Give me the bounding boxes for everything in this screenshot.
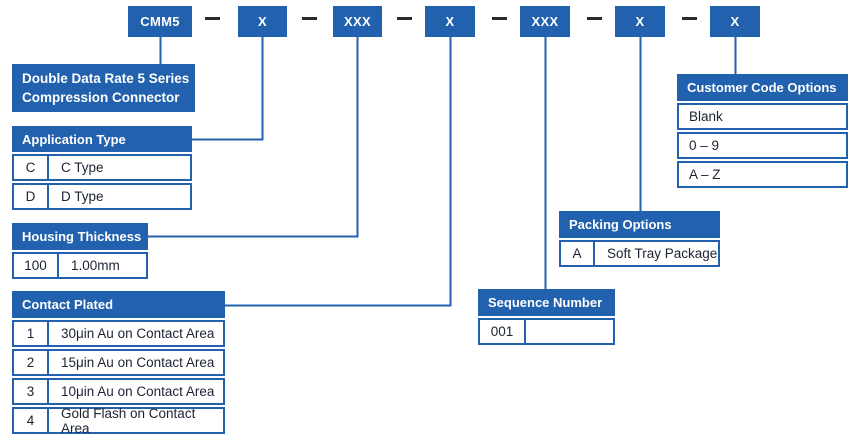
code-cell: A — [561, 242, 595, 265]
code-cell: 001 — [480, 320, 526, 343]
table-row: 4 Gold Flash on Contact Area — [12, 405, 225, 436]
code-cell: D — [14, 185, 49, 208]
dash-separator — [302, 17, 317, 20]
connector-line-housing-thickness — [148, 37, 359, 238]
table-row: A Soft Tray Package — [559, 240, 720, 267]
series-description-line2: Compression Connector — [22, 90, 180, 105]
part-code-box-sequence: XXX — [520, 6, 570, 37]
series-description-box: Double Data Rate 5 Series Compression Co… — [12, 64, 195, 112]
desc-cell: Soft Tray Package — [607, 246, 718, 261]
option-cell: Blank — [689, 109, 723, 124]
part-code-box-housing: XXX — [333, 6, 382, 37]
dash-separator — [682, 17, 697, 20]
customer-code-options-header: Customer Code Options — [677, 74, 848, 101]
desc-cell — [526, 320, 613, 343]
code-cell: 4 — [14, 409, 49, 432]
table-row: Blank — [677, 103, 848, 130]
dash-separator — [205, 17, 220, 20]
table-row: 1 30μin Au on Contact Area — [12, 320, 225, 347]
series-description-line1: Double Data Rate 5 Series — [22, 71, 190, 86]
option-cell: 0 – 9 — [689, 138, 720, 153]
desc-cell: 30μin Au on Contact Area — [61, 326, 215, 341]
part-code-box-application: X — [238, 6, 287, 37]
sequence-number-table: Sequence Number 001 — [478, 289, 615, 345]
dash-separator — [397, 17, 412, 20]
desc-cell: 10μin Au on Contact Area — [61, 384, 215, 399]
dash-separator — [587, 17, 602, 20]
part-code-box-series: CMM5 — [128, 6, 192, 37]
dash-separator — [492, 17, 507, 20]
part-code-box-plating: X — [425, 6, 475, 37]
packing-options-header: Packing Options — [559, 211, 720, 238]
table-row: 100 1.00mm — [12, 252, 148, 279]
desc-cell: D Type — [61, 189, 104, 204]
table-row: 0 – 9 — [677, 132, 848, 159]
desc-cell: 15μin Au on Contact Area — [61, 355, 215, 370]
table-row: 3 10μin Au on Contact Area — [12, 378, 225, 405]
table-row: 2 15μin Au on Contact Area — [12, 349, 225, 376]
customer-code-options-table: Customer Code Options Blank 0 – 9 A – Z — [677, 74, 848, 188]
code-cell: 100 — [14, 254, 59, 277]
desc-cell: C Type — [61, 160, 104, 175]
code-cell: 2 — [14, 351, 49, 374]
application-type-header: Application Type — [12, 126, 192, 152]
packing-options-table: Packing Options A Soft Tray Package — [559, 211, 720, 267]
table-row: C C Type — [12, 154, 192, 181]
part-code-box-packing: X — [615, 6, 665, 37]
connector-line-application-type — [192, 37, 264, 141]
contact-plated-table: Contact Plated 1 30μin Au on Contact Are… — [12, 291, 225, 436]
contact-plated-header: Contact Plated — [12, 291, 225, 318]
table-row: 001 — [478, 318, 615, 345]
table-row: A – Z — [677, 161, 848, 188]
part-code-box-customer: X — [710, 6, 760, 37]
desc-cell: 1.00mm — [71, 258, 120, 273]
code-cell: C — [14, 156, 49, 179]
desc-cell: Gold Flash on Contact Area — [61, 405, 196, 436]
table-row: D D Type — [12, 183, 192, 210]
sequence-number-header: Sequence Number — [478, 289, 615, 316]
code-cell: 1 — [14, 322, 49, 345]
housing-thickness-header: Housing Thickness — [12, 223, 148, 250]
housing-thickness-table: Housing Thickness 100 1.00mm — [12, 223, 148, 279]
code-cell: 3 — [14, 380, 49, 403]
connector-line-contact-plated — [225, 37, 452, 307]
option-cell: A – Z — [689, 167, 721, 182]
application-type-table: Application Type C C Type D D Type — [12, 126, 192, 210]
